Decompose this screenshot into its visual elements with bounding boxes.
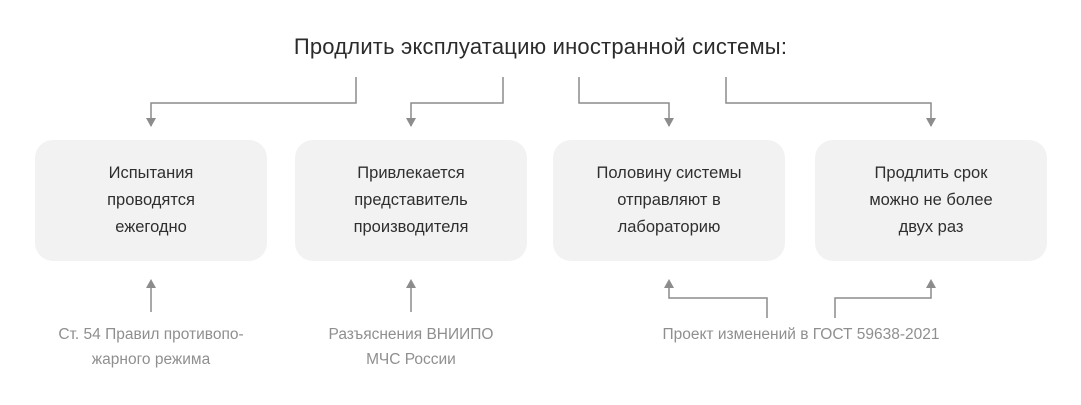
connector-source-3-to-box-3 — [668, 284, 768, 318]
source-line: МЧС России — [366, 351, 456, 368]
source-line: жарного режима — [91, 351, 211, 368]
box-line: лабораторию — [617, 218, 721, 236]
box-line: Привлекается — [357, 164, 465, 182]
box-line: проводятся — [107, 191, 195, 209]
connector-source-3-to-box-4 — [834, 284, 932, 318]
box-line: ежегодно — [115, 218, 187, 236]
box-line: Испытания — [108, 164, 194, 182]
source-vniipo: Разъяснения ВНИИПО МЧС России — [290, 322, 532, 372]
box-laboratory-text: Половину системы отправляют в лаборатори… — [579, 160, 759, 241]
box-extension-limit-text: Продлить срок можно не более двух раз — [841, 160, 1021, 241]
connector-title-to-box-2 — [410, 77, 504, 126]
box-line: можно не более — [869, 191, 993, 209]
box-manufacturer-representative: Привлекается представитель производителя — [295, 140, 527, 261]
source-gost-draft: Проект изменений в ГОСТ 59638-2021 — [600, 322, 1002, 347]
source-line: Разъяснения ВНИИПО — [328, 326, 494, 343]
box-line: двух раз — [898, 218, 964, 236]
box-manufacturer-representative-text: Привлекается представитель производителя — [321, 160, 501, 241]
box-annual-tests: Испытания проводятся ежегодно — [35, 140, 267, 261]
source-fire-regime-rules: Ст. 54 Правил противопо- жарного режима — [15, 322, 287, 372]
box-annual-tests-text: Испытания проводятся ежегодно — [61, 160, 241, 241]
box-line: производителя — [353, 218, 469, 236]
source-line: Проект изменений в ГОСТ 59638-2021 — [662, 326, 940, 343]
connector-title-to-box-1 — [150, 77, 357, 126]
box-line: отправляют в — [617, 191, 721, 209]
source-line: Ст. 54 Правил противопо- — [58, 326, 244, 343]
box-line: Половину системы — [596, 164, 742, 182]
box-extension-limit: Продлить срок можно не более двух раз — [815, 140, 1047, 261]
box-line: представитель — [354, 191, 468, 209]
connector-title-to-box-3 — [578, 77, 670, 126]
box-line: Продлить срок — [874, 164, 988, 182]
diagram-title: Продлить эксплуатацию иностранной систем… — [293, 34, 788, 59]
connector-title-to-box-4 — [725, 77, 932, 126]
box-laboratory: Половину системы отправляют в лаборатори… — [553, 140, 785, 261]
